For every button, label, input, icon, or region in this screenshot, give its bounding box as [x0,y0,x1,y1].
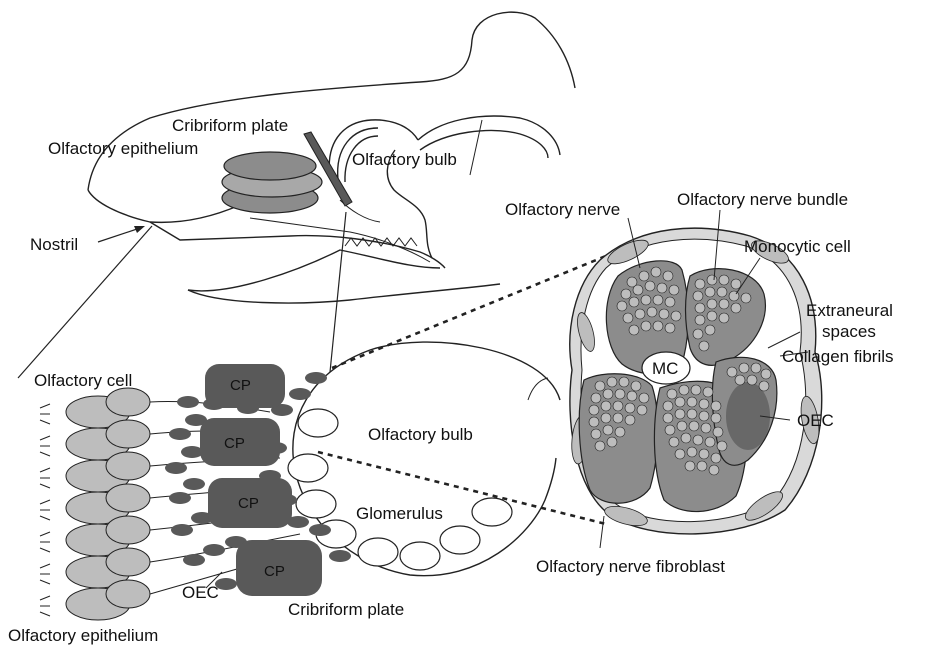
label-nostril: Nostril [30,235,78,254]
glomerulus-6 [400,542,440,570]
nerve-cross-section [570,228,822,534]
cp-block-2: CP [200,418,280,466]
glomerulus-8 [472,498,512,526]
label-olfactory-nerve-bundle: Olfactory nerve bundle [677,190,848,209]
cp-block-3: CP [208,478,292,528]
nostril-arrow [98,226,145,242]
label-collagen-fibrils: Collagen fibrils [782,347,894,366]
label-extraneural-spaces-line2: spaces [822,322,876,341]
turbinates [222,152,322,213]
cp-label: CP [224,435,245,452]
label-olfactory-nerve-fibroblast: Olfactory nerve fibroblast [536,557,725,576]
cp-label: CP [238,495,259,512]
glomerulus-2 [288,454,328,482]
label-cribriform-plate-top: Cribriform plate [172,116,288,135]
cp-label: CP [230,377,251,394]
brain-outline [329,116,560,258]
glomerulus-7 [440,526,480,554]
label-olfactory-nerve: Olfactory nerve [505,200,620,219]
label-mc: MC [652,359,678,378]
glomerulus-1 [298,409,338,437]
label-cribriform-plate-bottom: Cribriform plate [288,600,404,619]
label-glomerulus: Glomerulus [356,504,443,523]
label-extraneural-spaces-line1: Extraneural [806,301,893,320]
cp-block-4: CP [236,540,322,596]
glomerulus-3 [296,490,336,518]
cp-block-1: CP [205,364,285,408]
label-monocytic-cell: Monocytic cell [744,237,851,256]
cp-label: CP [264,563,285,580]
label-olfactory-epithelium-bottom: Olfactory epithelium [8,626,158,645]
label-olfactory-bulb-bottom: Olfactory bulb [368,425,473,444]
label-oec-bottom: OEC [182,583,219,602]
label-olfactory-cell: Olfactory cell [34,371,132,390]
label-oec-right: OEC [797,411,834,430]
glomerulus-5 [358,538,398,566]
label-olfactory-epithelium-top: Olfactory epithelium [48,139,198,158]
label-olfactory-bulb-top: Olfactory bulb [352,150,457,169]
